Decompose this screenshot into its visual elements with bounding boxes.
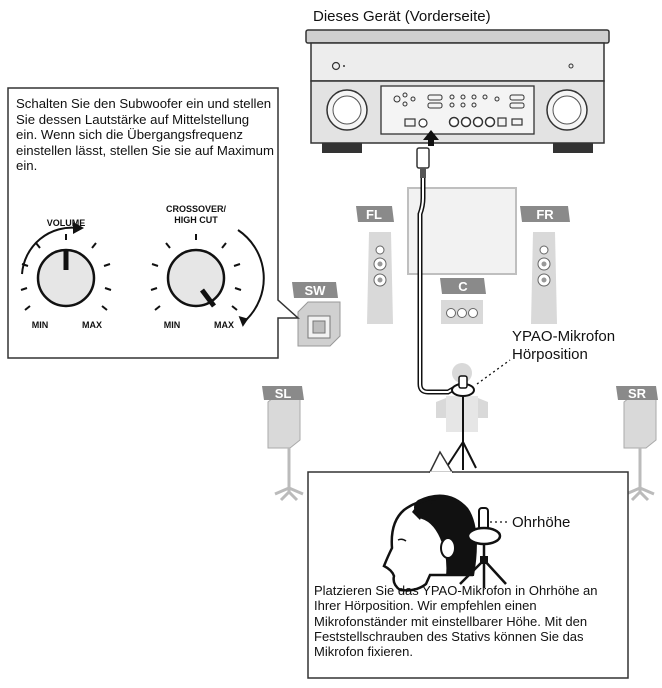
crossover-min: MIN bbox=[164, 320, 181, 330]
device-title: Dieses Gerät (Vorderseite) bbox=[313, 8, 491, 25]
label-sr: SR bbox=[628, 386, 647, 401]
label-sl: SL bbox=[275, 386, 292, 401]
volume-label: VOLUME bbox=[47, 218, 86, 228]
label-sw: SW bbox=[305, 283, 327, 298]
connect-arrow bbox=[423, 130, 439, 146]
speaker-sl bbox=[267, 393, 304, 502]
tv-screen bbox=[407, 187, 517, 275]
volume-min: MIN bbox=[32, 320, 49, 330]
mic-placement-note: Platzieren Sie das YPAO-Mikrofon in Ohrh… bbox=[314, 583, 598, 660]
mic-label: YPAO-Mikrofon Hörposition bbox=[512, 328, 615, 364]
front-panel-buttons bbox=[393, 92, 525, 109]
speaker-c bbox=[441, 300, 483, 324]
label-fr: FR bbox=[536, 207, 554, 222]
label-c: C bbox=[458, 279, 468, 294]
callout-pointer bbox=[428, 450, 454, 473]
mic-cable bbox=[416, 147, 464, 395]
mic-leader-line bbox=[476, 359, 511, 385]
front-panel-jacks bbox=[404, 116, 523, 128]
crossover-max: MAX bbox=[214, 320, 234, 330]
av-receiver bbox=[305, 29, 610, 153]
volume-knob bbox=[20, 222, 112, 311]
crossover-label-2: HIGH CUT bbox=[174, 215, 218, 225]
speaker-sw bbox=[297, 301, 341, 347]
crossover-knob bbox=[150, 229, 265, 327]
mic-label-line1: YPAO-Mikrofon bbox=[512, 328, 616, 345]
speaker-sr bbox=[623, 393, 657, 502]
mic-on-stand bbox=[445, 375, 477, 470]
label-fl: FL bbox=[366, 207, 382, 222]
crossover-label-1: CROSSOVER/ bbox=[166, 204, 227, 214]
subwoofer-note: Schalten Sie den Subwoofer ein und stell… bbox=[16, 96, 274, 174]
speaker-fr bbox=[531, 232, 557, 324]
mic-closeup bbox=[459, 507, 507, 588]
head-profile bbox=[382, 494, 477, 592]
volume-max: MAX bbox=[82, 320, 102, 330]
ear-height-label: Ohrhöhe bbox=[512, 514, 571, 531]
speaker-tags bbox=[262, 206, 658, 400]
power-icon bbox=[331, 61, 341, 71]
speaker-fl bbox=[367, 232, 393, 324]
mic-label-line2: Hörposition bbox=[512, 346, 588, 363]
